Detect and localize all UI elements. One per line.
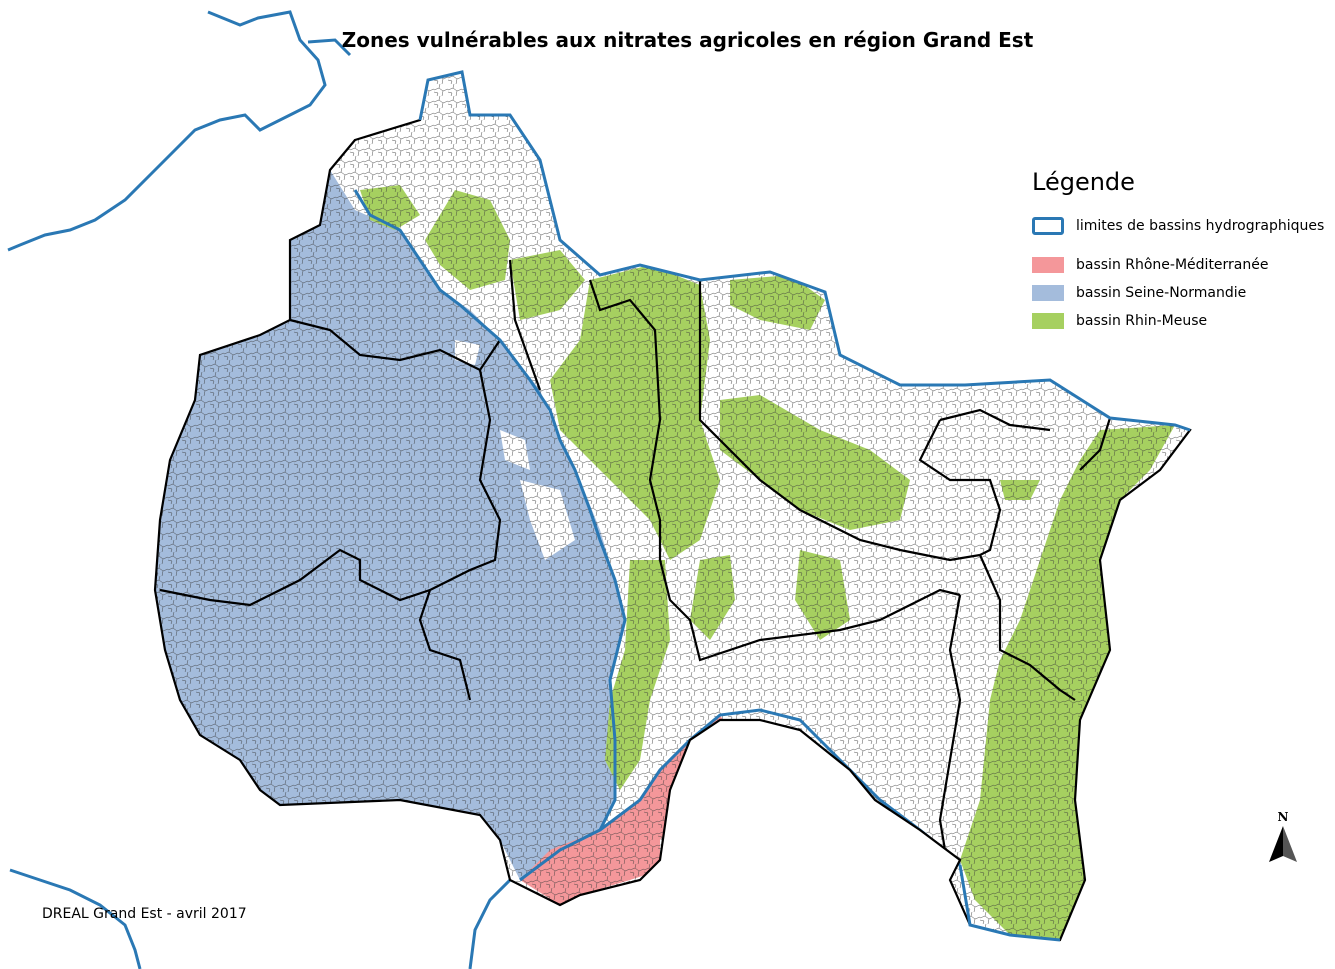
legend-label: bassin Rhône-Méditerranée	[1076, 256, 1269, 273]
north-arrow: N	[1263, 810, 1303, 870]
legend-label: bassin Rhin-Meuse	[1076, 312, 1208, 329]
legend-item-seine-normandie: bassin Seine-Normandie	[1032, 279, 1332, 306]
legend-item-rhin-meuse: bassin Rhin-Meuse	[1032, 307, 1332, 334]
legend: Légende limites de bassins hydrographiqu…	[1032, 168, 1332, 335]
north-arrow-icon	[1269, 826, 1297, 862]
credit-text: DREAL Grand Est - avril 2017	[42, 906, 247, 922]
outer-basin-lines	[7, 10, 517, 969]
legend-swatch-line	[1032, 216, 1064, 235]
legend-label: bassin Seine-Normandie	[1076, 284, 1247, 301]
legend-swatch-seine	[1032, 284, 1064, 301]
legend-swatch-rhin	[1032, 312, 1064, 329]
legend-swatch-rhone	[1032, 256, 1064, 273]
external-basin-boundary	[418, 70, 1191, 942]
department-boundaries	[159, 259, 1112, 881]
map-title: Zones vulnérables aux nitrates agricoles…	[341, 28, 1034, 52]
legend-title: Légende	[1032, 168, 1135, 196]
legend-label: limites de bassins hydrographiques	[1076, 217, 1325, 234]
legend-item-basin-limits: limites de bassins hydrographiques	[1032, 212, 1332, 239]
north-letter: N	[1277, 810, 1289, 824]
legend-item-rhone-mediterranee: bassin Rhône-Méditerranée	[1032, 251, 1332, 278]
